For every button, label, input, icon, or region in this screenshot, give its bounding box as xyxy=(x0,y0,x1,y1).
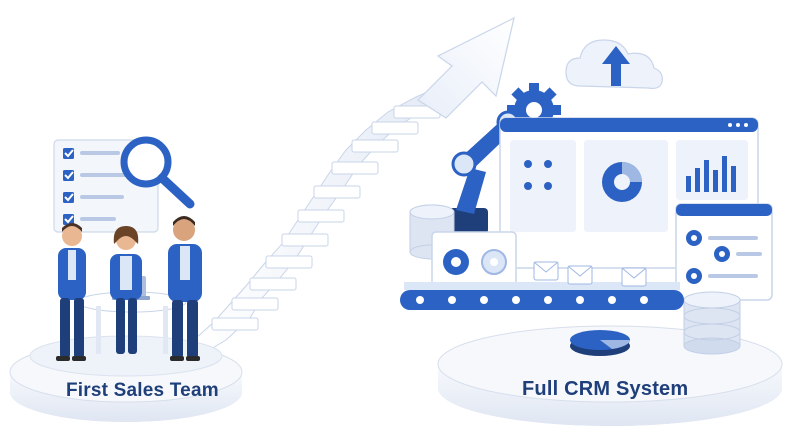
sales-person-left xyxy=(56,223,86,361)
pie-chart-icon xyxy=(602,162,642,202)
sales-person-center xyxy=(110,226,142,354)
magnifier-icon xyxy=(120,136,195,209)
first-sales-team-caption: First Sales Team xyxy=(66,380,219,401)
full-crm-system-caption: Full CRM System xyxy=(522,378,689,400)
sales-person-right xyxy=(168,216,202,361)
pie-chart-3d-icon xyxy=(570,330,630,356)
conveyor-belt-icon xyxy=(400,282,684,310)
left-platform xyxy=(9,335,243,422)
database-icon-2 xyxy=(683,291,741,355)
gear-box xyxy=(431,231,517,291)
stairs-icon xyxy=(195,85,447,359)
bar-chart-icon xyxy=(686,156,736,192)
settings-panel xyxy=(675,203,773,301)
envelope-icon xyxy=(533,261,647,287)
cloud-upload-icon xyxy=(565,39,663,89)
growth-arrow-icon xyxy=(417,16,515,119)
